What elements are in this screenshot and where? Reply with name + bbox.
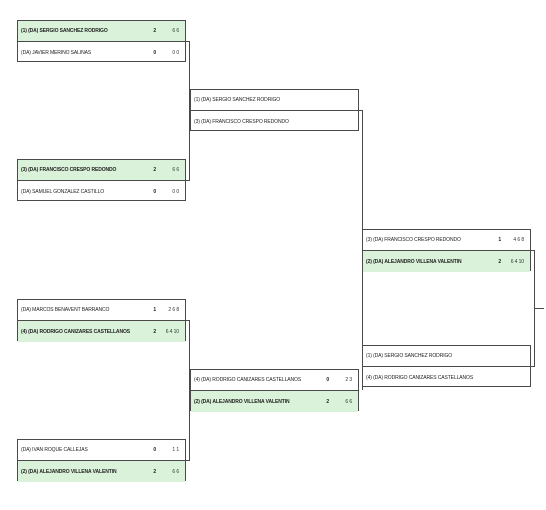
connector-line xyxy=(186,41,190,42)
player-row[interactable]: (4) (DA) RODRIGO CAÑIZARES CASTELLANOS xyxy=(363,367,530,388)
match-r3-1[interactable]: (3) (DA) FRANCISCO CRESPO REDONDO 1 4 6 … xyxy=(362,229,531,272)
player-row[interactable]: (DA) SAMUEL GONZALEZ CASTILLO 0 0 0 xyxy=(18,181,185,202)
set-scores: 1 1 xyxy=(172,447,179,453)
set-scores: 4 6 8 xyxy=(513,237,524,243)
player-name: (3) (DA) FRANCISCO CRESPO REDONDO xyxy=(194,118,289,125)
connector-line xyxy=(535,308,544,309)
player-name: (2) (DA) ALEJANDRO VILLENA VALENTIN xyxy=(366,258,462,265)
match-r1-2[interactable]: (3) (DA) FRANCISCO CRESPO REDONDO 2 6 6 … xyxy=(17,159,186,201)
match-r1-1[interactable]: (1) (DA) SERGIO SANCHEZ RODRIGO 2 6 6 (D… xyxy=(17,20,186,62)
player-name: (3) (DA) FRANCISCO CRESPO REDONDO xyxy=(366,237,461,243)
player-name: (4) (DA) RODRIGO CAÑIZARES CASTELLANOS xyxy=(21,328,130,335)
player-name: (DA) SAMUEL GONZALEZ CASTILLO xyxy=(21,188,105,195)
connector-line xyxy=(189,41,190,181)
match-r3-2[interactable]: (1) (DA) SERGIO SANCHEZ RODRIGO (4) (DA)… xyxy=(362,345,531,387)
connector-line xyxy=(359,110,363,111)
connector-line xyxy=(186,320,190,321)
player-row[interactable]: (2) (DA) ALEJANDRO VILLENA VALENTIN 2 6 … xyxy=(363,251,530,272)
match-r2-1[interactable]: (1) (DA) SERGIO SANCHEZ RODRIGO (3) (DA)… xyxy=(190,89,359,131)
player-row[interactable]: (3) (DA) FRANCISCO CRESPO REDONDO 2 6 6 xyxy=(18,160,185,181)
player-row[interactable]: (4) (DA) RODRIGO CAÑIZARES CASTELLANOS 0… xyxy=(191,370,358,391)
player-name: (DA) MARCOS BENAVENT BARRANCO xyxy=(21,307,110,313)
match-r1-4[interactable]: (DA) IVAN ROQUE CALLEJAS 0 1 1 (2) (DA) … xyxy=(17,439,186,482)
player-row[interactable]: (DA) JAVIER MERINO SALINAS 0 0 0 xyxy=(18,42,185,63)
player-row[interactable]: (1) (DA) SERGIO SANCHEZ RODRIGO 2 6 6 xyxy=(18,21,185,42)
set-scores: 6 6 xyxy=(172,167,179,173)
set-scores: 0 0 xyxy=(172,49,179,56)
set-scores: 2 6 8 xyxy=(168,307,179,313)
set-scores: 0 0 xyxy=(172,188,179,195)
sets-won: 2 xyxy=(153,167,156,173)
player-name: (4) (DA) RODRIGO CAÑIZARES CASTELLANOS xyxy=(366,374,474,381)
sets-won: 2 xyxy=(498,258,501,265)
player-row[interactable]: (2) (DA) ALEJANDRO VILLENA VALENTIN 2 6 … xyxy=(191,391,358,412)
player-name: (2) (DA) ALEJANDRO VILLENA VALENTIN xyxy=(194,398,290,405)
match-r2-2[interactable]: (4) (DA) RODRIGO CAÑIZARES CASTELLANOS 0… xyxy=(190,369,359,412)
set-scores: 6 4 10 xyxy=(510,258,524,265)
sets-won: 2 xyxy=(153,28,156,34)
player-name: (1) (DA) SERGIO SANCHEZ RODRIGO xyxy=(194,97,281,103)
player-name: (4) (DA) RODRIGO CAÑIZARES CASTELLANOS xyxy=(194,377,302,383)
player-name: (2) (DA) ALEJANDRO VILLENA VALENTIN xyxy=(21,468,117,475)
set-scores: 6 6 xyxy=(345,398,352,405)
match-r1-3[interactable]: (DA) MARCOS BENAVENT BARRANCO 1 2 6 8 (4… xyxy=(17,299,186,342)
connector-line xyxy=(186,180,190,181)
connector-line xyxy=(534,250,535,367)
connector-line xyxy=(186,460,190,461)
connector-line xyxy=(531,366,535,367)
player-name: (DA) IVAN ROQUE CALLEJAS xyxy=(21,447,88,453)
sets-won: 1 xyxy=(153,307,156,313)
sets-won: 2 xyxy=(153,328,156,335)
player-row[interactable]: (DA) IVAN ROQUE CALLEJAS 0 1 1 xyxy=(18,440,185,461)
player-row[interactable]: (1) (DA) SERGIO SANCHEZ RODRIGO xyxy=(363,346,530,367)
player-row[interactable]: (3) (DA) FRANCISCO CRESPO REDONDO 1 4 6 … xyxy=(363,230,530,251)
sets-won: 0 xyxy=(153,447,156,453)
sets-won: 2 xyxy=(326,398,329,405)
set-scores: 6 6 xyxy=(172,468,179,475)
sets-won: 2 xyxy=(153,468,156,475)
connector-line xyxy=(531,250,535,251)
player-name: (DA) JAVIER MERINO SALINAS xyxy=(21,49,92,56)
sets-won: 1 xyxy=(498,237,501,243)
player-row[interactable]: (2) (DA) ALEJANDRO VILLENA VALENTIN 2 6 … xyxy=(18,461,185,482)
player-name: (1) (DA) SERGIO SANCHEZ RODRIGO xyxy=(366,353,453,359)
sets-won: 0 xyxy=(153,49,156,56)
player-row[interactable]: (DA) MARCOS BENAVENT BARRANCO 1 2 6 8 xyxy=(18,300,185,321)
sets-won: 0 xyxy=(153,188,156,195)
player-row[interactable]: (1) (DA) SERGIO SANCHEZ RODRIGO xyxy=(191,90,358,111)
set-scores: 6 4 10 xyxy=(165,328,179,335)
set-scores: 6 6 xyxy=(172,28,179,34)
player-name: (3) (DA) FRANCISCO CRESPO REDONDO xyxy=(21,167,117,173)
player-row[interactable]: (3) (DA) FRANCISCO CRESPO REDONDO xyxy=(191,111,358,132)
connector-line xyxy=(362,110,363,390)
sets-won: 0 xyxy=(326,377,329,383)
player-row[interactable]: (4) (DA) RODRIGO CAÑIZARES CASTELLANOS 2… xyxy=(18,321,185,342)
connector-line xyxy=(189,320,190,461)
set-scores: 2 3 xyxy=(345,377,352,383)
player-name: (1) (DA) SERGIO SANCHEZ RODRIGO xyxy=(21,28,108,34)
